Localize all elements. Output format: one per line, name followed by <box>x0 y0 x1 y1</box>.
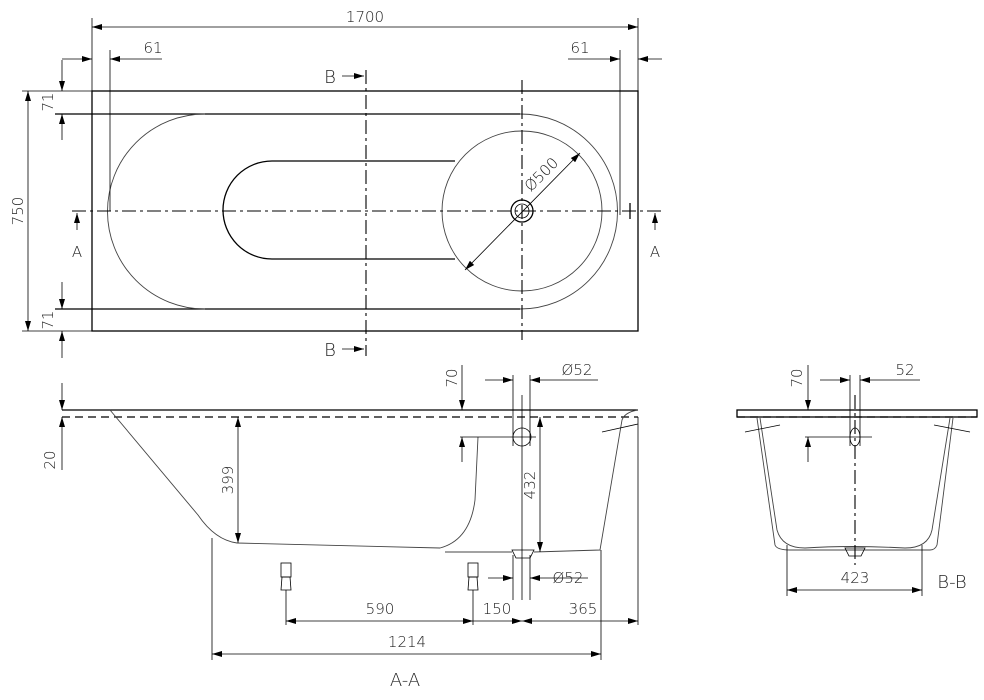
section-marker-b-bottom: B <box>324 340 336 361</box>
tub-profile <box>109 409 479 549</box>
dim-overall-width: 750 <box>9 197 27 226</box>
section-b-b: 52 70 423 B-B <box>736 361 978 596</box>
foot-icon-left <box>280 562 292 625</box>
dim-rim-left: 61 <box>143 39 162 57</box>
section-marker-a-left: A <box>72 243 82 261</box>
dim-drain-diameter: Ø52 <box>553 569 584 587</box>
dim-overflow-width: 52 <box>895 361 914 379</box>
dim-drain-to-end: 365 <box>569 600 598 618</box>
dim-rim-thickness: 20 <box>41 450 59 469</box>
inner-stadium <box>222 160 455 260</box>
dim-depth-drain: 432 <box>521 471 539 500</box>
section-marker-a-right: A <box>650 243 660 261</box>
tub-profile <box>759 417 951 549</box>
drain-icon <box>844 547 866 557</box>
dim-overflow-depth: 70 <box>443 368 461 387</box>
dim-overall-length: 1700 <box>346 8 384 26</box>
dim-base-width: 423 <box>841 569 870 587</box>
foot-icon-right <box>467 562 479 625</box>
dim-overflow-depth: 70 <box>788 368 806 387</box>
dim-rim-right: 61 <box>570 39 589 57</box>
dim-rim-top: 71 <box>39 92 57 111</box>
dim-overflow-diameter: Ø52 <box>562 361 593 379</box>
dim-foot-to-drain: 150 <box>483 600 512 618</box>
dim-base-length: 1214 <box>388 633 426 651</box>
drain-icon <box>511 549 535 559</box>
dim-feet-spacing: 590 <box>366 600 395 618</box>
dim-drain-area-diameter: Ø500 <box>521 154 562 195</box>
section-title-a-a: A-A <box>390 670 420 691</box>
plan-view: 1700 61 61 750 71 71 Ø500 A A B B <box>9 8 662 361</box>
section-title-b-b: B-B <box>937 572 966 593</box>
section-marker-b-top: B <box>324 67 336 88</box>
rim-outline <box>736 409 978 418</box>
dim-rim-bottom: 71 <box>39 310 57 329</box>
section-a-a: Ø52 70 20 399 432 Ø52 59 <box>41 361 639 691</box>
dim-depth-head-end: 399 <box>219 466 237 495</box>
